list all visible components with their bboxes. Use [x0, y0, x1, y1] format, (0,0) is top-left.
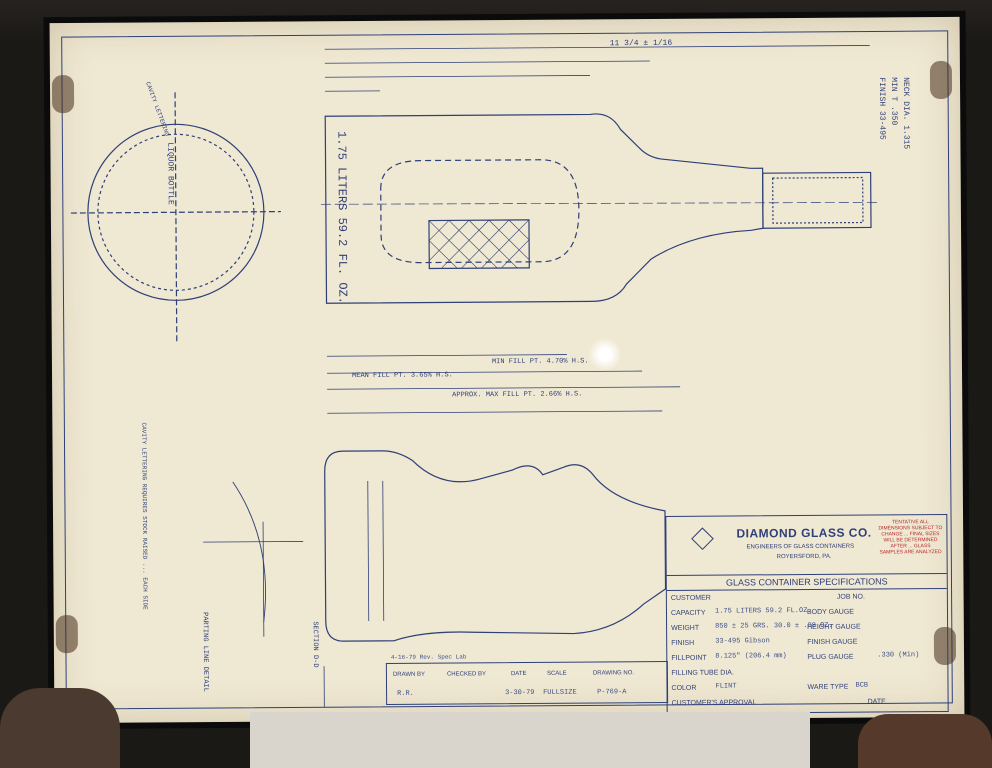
weight-label: WEIGHT	[671, 624, 700, 632]
mean-fill-annotation: MEAN FILL PT. 3.65% H.S.	[352, 371, 453, 380]
overall-height-annotation: 11 3/4 ± 1/16	[610, 39, 673, 48]
label-panel-oval	[380, 159, 580, 264]
section-annotation: SECTION D-D	[311, 621, 319, 667]
plug-gauge-value: .330 (Min)	[877, 651, 920, 660]
drawn-by-label: DRAWN BY	[392, 671, 426, 678]
finish-annotation: FINISH 33-495	[877, 77, 886, 140]
min-t-annotation: MIN T .350	[889, 77, 898, 125]
finish-label: FINISH	[671, 639, 695, 647]
spec-block: DIAMOND GLASS CO. ENGINEERS OF GLASS CON…	[665, 514, 949, 714]
drawing-no-label: DRAWING NO.	[592, 670, 635, 677]
max-fill-annotation: APPROX. MAX FILL PT. 2.66% H.S.	[452, 390, 582, 399]
spec-title: GLASS CONTAINER SPECIFICATIONS	[666, 573, 947, 591]
ware-type-value: BCB	[855, 681, 869, 690]
bottle-finish-outline	[762, 171, 872, 229]
fillpoint-label: FILLPOINT	[671, 654, 707, 662]
tape-mark	[929, 60, 953, 100]
tape-mark	[51, 75, 75, 114]
drawn-by-value: R.R.	[397, 689, 414, 698]
finish-gauge-label: FINISH GAUGE	[807, 638, 858, 646]
liquor-bottle-label: LIQUOR BOTTLE	[165, 142, 174, 205]
company-name: DIAMOND GLASS CO.	[736, 525, 872, 541]
capacity-value: 1.75 LITERS 59.2 FL.OZ.	[714, 606, 812, 616]
neck-dia-annotation: NECK DIA. 1.315	[901, 77, 911, 149]
scale-value: FULLSIZE	[543, 688, 577, 697]
drawing-border	[61, 30, 953, 710]
approval-date-label: DATE	[867, 698, 886, 706]
date-label: DATE	[510, 671, 527, 678]
bottle-front-outline	[324, 450, 667, 642]
height-gauge-label: HEIGHT GAUGE	[807, 623, 861, 631]
chair-back	[858, 714, 992, 768]
parting-line-annotation: PARTING LINE DETAIL	[201, 612, 210, 692]
customer-label: CUSTOMER	[670, 594, 711, 602]
light-glare	[587, 337, 623, 372]
plug-gauge-label: PLUG GAUGE	[807, 653, 854, 661]
min-fill-annotation: MIN FILL PT. 4.70% H.S.	[492, 357, 589, 366]
revision-note: 4-16-79 Rev. Spec Lab	[390, 653, 467, 661]
blueprint-paper: 11 3/4 ± 1/16 FINISH 33-495 MIN T .350 N…	[49, 16, 965, 724]
body-gauge-label: BODY GAUGE	[806, 608, 854, 616]
crosshatch-panel	[428, 219, 530, 270]
color-label: COLOR	[671, 684, 697, 692]
ware-type-label: WARE TYPE	[807, 683, 849, 691]
company-location: ROYERSFORD, PA.	[776, 553, 832, 561]
fillpoint-value: 8.125" (206.4 mm)	[715, 652, 787, 661]
date-value: 3-30-79	[505, 688, 535, 698]
drawing-no-value: P-769-A	[597, 688, 627, 697]
checked-by-label: CHECKED BY	[446, 671, 486, 678]
drawing-title-block: 4-16-79 Rev. Spec Lab DRAWN BY R.R. CHEC…	[385, 653, 669, 705]
company-subtitle: ENGINEERS OF GLASS CONTAINERS	[746, 543, 855, 551]
color-value: FLINT	[715, 682, 737, 691]
chair-back	[0, 688, 120, 768]
tape-mark	[55, 615, 78, 654]
filling-tube-label: FILLING TUBE DIA.	[671, 669, 734, 677]
tablecloth	[250, 712, 810, 768]
customer-approval-label: CUSTOMER'S APPROVAL	[671, 699, 757, 707]
capacity-label: CAPACITY	[670, 609, 706, 617]
finish-value: 33-495 Gibson	[715, 637, 770, 646]
diamond-logo-icon	[691, 527, 714, 551]
blueprint-drawing: 11 3/4 ± 1/16 FINISH 33-495 MIN T .350 N…	[61, 30, 953, 710]
cavity-detail-annotation: CAVITY LETTERING REQUIRES STOCK RAISED .…	[140, 423, 148, 611]
job-no-label: JOB NO.	[836, 593, 865, 601]
tentative-stamp: TENTATIVE ALL DIMENSIONS SUBJECT TO CHAN…	[878, 519, 943, 556]
scale-label: SCALE	[546, 670, 567, 677]
bottle-capacity-label: 1.75 LITERS 59.2 FL. OZ.	[334, 131, 349, 304]
bottle-side-outline	[324, 113, 764, 304]
